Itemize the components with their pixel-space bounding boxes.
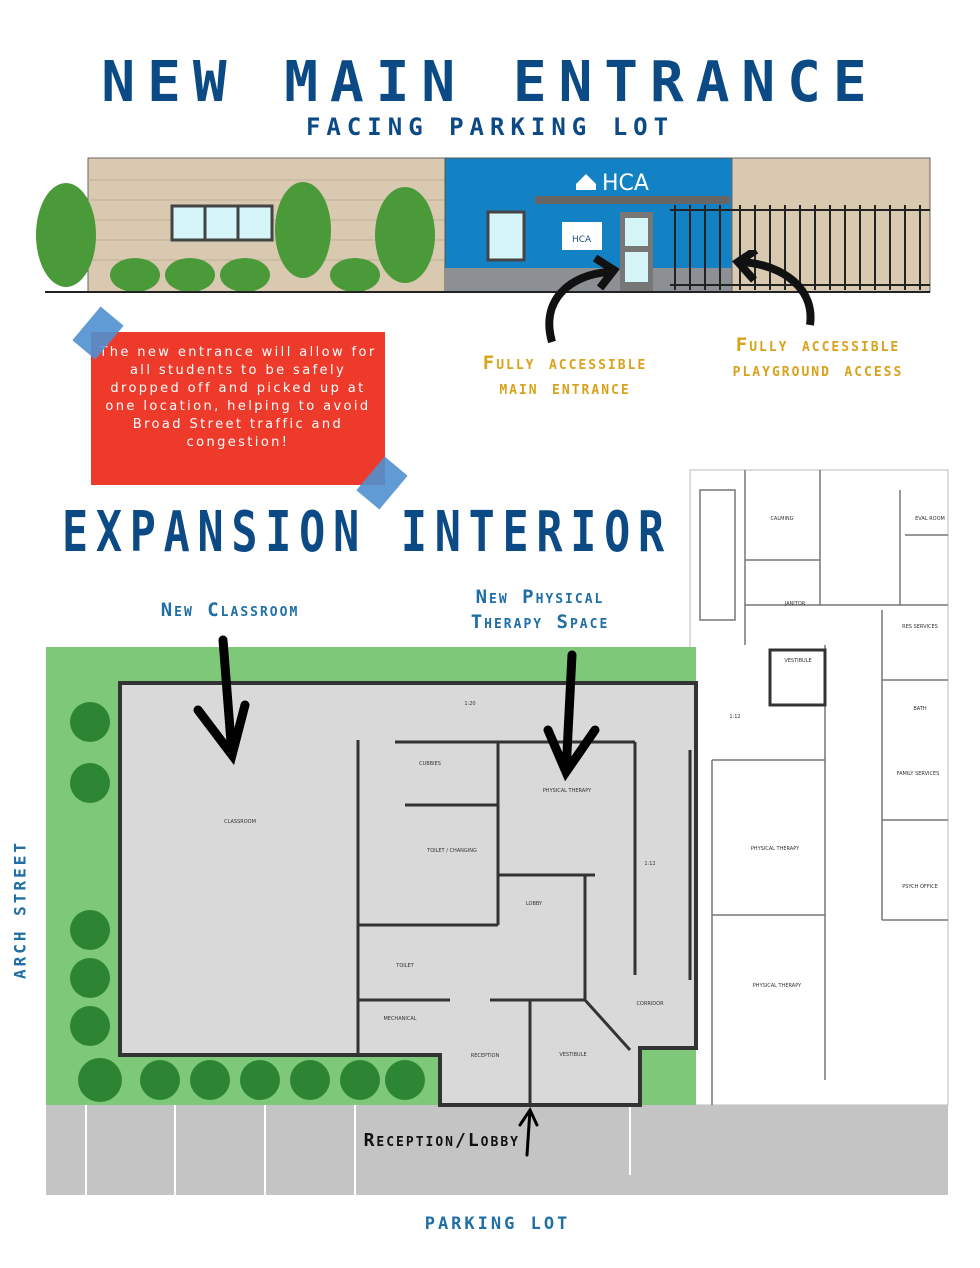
room-label: MECHANICAL xyxy=(383,1016,416,1022)
room-label: CORRIDOR xyxy=(636,1001,664,1007)
callout-reception: Reception/Lobby xyxy=(363,1130,520,1151)
arrow-classroom-icon xyxy=(193,635,250,766)
dimension-label: 1:12 xyxy=(729,714,740,720)
shrubs xyxy=(70,702,425,1102)
fence xyxy=(670,205,930,290)
callout-line: Therapy Space xyxy=(470,611,610,633)
room-label: FAMILY SERVICES xyxy=(897,771,940,777)
callout-playground: Fully accessible playground access xyxy=(690,333,946,383)
drawn-arrows xyxy=(193,635,600,1157)
house-logo-icon xyxy=(576,174,596,190)
room-label: TOILET xyxy=(395,963,414,969)
floor-plan: CALMING EVAL ROOM JANITOR RES SERVICES V… xyxy=(46,469,949,1195)
room-label: VESTIBULE xyxy=(559,1052,586,1058)
callout-main-entrance: Fully accessible main entrance xyxy=(440,351,690,401)
room-label: BATH xyxy=(913,706,927,712)
street-label: ARCH STREET xyxy=(10,840,30,979)
room-label: PHYSICAL THERAPY xyxy=(543,788,592,794)
room-label: CUBBIES xyxy=(419,761,441,767)
section-title: EXPANSION INTERIOR xyxy=(62,500,672,565)
parking-lot xyxy=(46,1105,948,1195)
parking-label: PARKING LOT xyxy=(424,1214,571,1234)
existing-building-walls xyxy=(699,470,948,1105)
callout-line: Fully accessible xyxy=(482,352,648,374)
trees xyxy=(36,182,435,292)
room-label: PSYCH OFFICE xyxy=(902,884,938,890)
room-label: EVAL ROOM xyxy=(915,516,945,522)
room-label: PHYSICAL THERAPY xyxy=(753,983,802,989)
room-label: JANITOR xyxy=(784,601,806,607)
page-title: NEW MAIN ENTRANCE xyxy=(101,50,879,115)
callout-line: New Physical xyxy=(475,586,605,608)
room-label: CALMING xyxy=(770,516,793,522)
callout-line: playground access xyxy=(732,359,904,381)
room-label: PHYSICAL THERAPY xyxy=(751,846,800,852)
arrow-therapy-icon xyxy=(543,650,600,782)
expansion-building xyxy=(118,681,698,1107)
building-elevation: HCA HCA xyxy=(36,157,931,293)
room-label: RES SERVICES xyxy=(902,624,938,630)
room-label: RECEPTION xyxy=(471,1053,500,1059)
interior-walls xyxy=(356,740,692,1105)
page-subtitle: FACING PARKING LOT xyxy=(305,113,675,141)
room-label: CLASSROOM xyxy=(224,819,256,825)
callout-classroom: New Classroom xyxy=(160,599,300,621)
callout-line: Fully accessible xyxy=(735,334,901,356)
callout-therapy: New Physical Therapy Space xyxy=(420,585,660,635)
dimension-label: 1:20 xyxy=(464,701,475,707)
hca-small-sign: HCA xyxy=(572,235,592,245)
room-label: TOILET / CHANGING xyxy=(426,848,477,854)
dropoff-note: The new entrance will allow for all stud… xyxy=(91,332,385,485)
room-label: LOBBY xyxy=(526,901,543,907)
hca-sign: HCA xyxy=(602,171,649,196)
arrow-main-entrance-icon xyxy=(545,268,609,344)
dimension-label: 1:12 xyxy=(644,861,655,867)
room-label: VESTIBULE xyxy=(784,658,811,664)
arrow-playground-icon xyxy=(741,258,815,326)
callout-line: main entrance xyxy=(499,377,631,399)
hand-drawn-arrows xyxy=(545,250,815,344)
arrow-reception-icon xyxy=(518,1106,539,1157)
